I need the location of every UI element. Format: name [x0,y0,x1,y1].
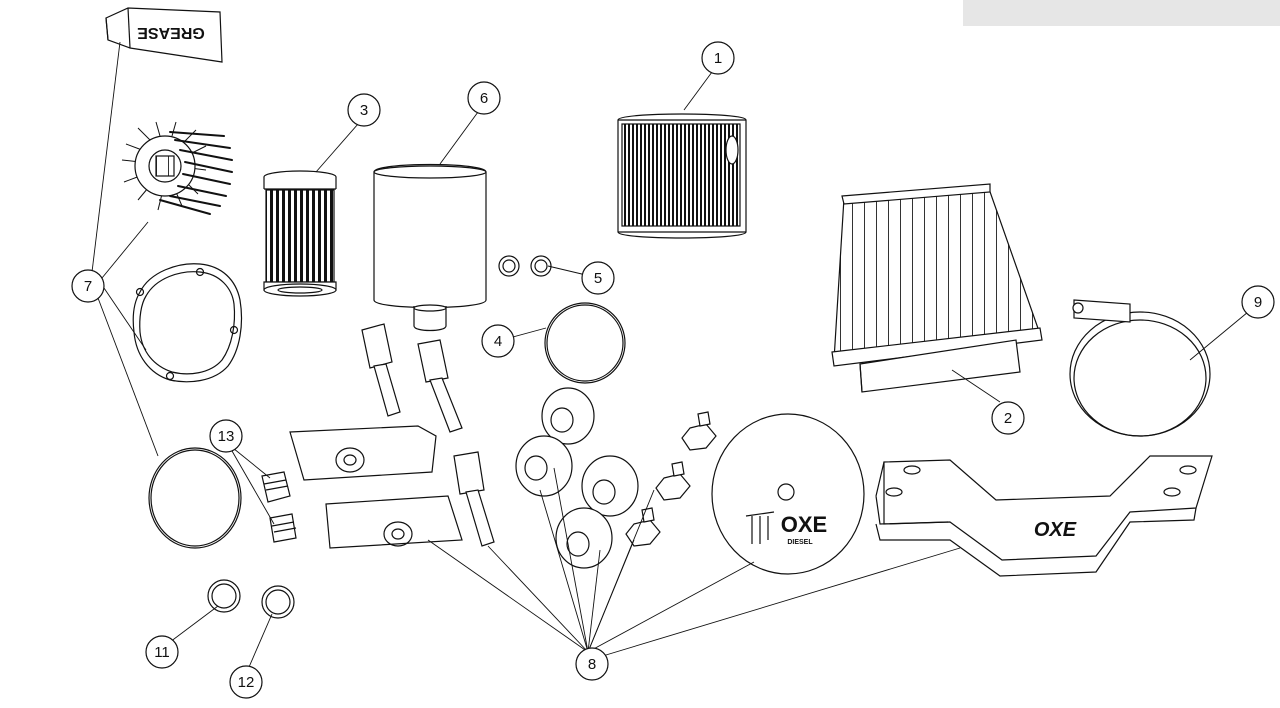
callout-2: 2 [991,401,1025,435]
svg-text:9: 9 [1254,294,1262,311]
air-filter-element [617,113,747,239]
hex-bolts [625,411,717,547]
svg-text:11: 11 [154,644,170,661]
callout-12: 12 [229,665,263,699]
large-o-ring [148,447,242,549]
callout-balloons: 1 2 3 4 5 6 7 8 9 11 12 13 [71,41,1275,699]
grease-label: GREASE [137,24,205,41]
oxe-disc-subtext: DIESEL [787,539,813,546]
svg-text:4: 4 [494,333,502,350]
callout-11: 11 [145,635,179,669]
callout-7: 7 [71,269,105,303]
oxe-disc-logo: OXE [781,512,827,537]
callout-5: 5 [581,261,615,295]
callout-3: 3 [347,93,381,127]
callout-4: 4 [481,324,515,358]
svg-text:2: 2 [1004,410,1012,427]
hose-clamp [1069,299,1211,437]
ring-12 [261,585,295,619]
cone-air-filter [831,183,1043,393]
washers [498,255,552,277]
top-right-bar [963,0,1280,26]
callout-8: 8 [575,647,609,681]
callout-6: 6 [467,81,501,115]
callout-1: 1 [701,41,735,75]
svg-text:6: 6 [480,90,488,107]
svg-text:8: 8 [588,656,596,673]
callout-13: 13 [209,419,243,453]
mount-blocks [289,425,463,549]
svg-text:5: 5 [594,270,602,287]
o-ring-4 [544,302,626,384]
ring-11 [207,579,241,613]
callout-9: 9 [1241,285,1275,319]
oxe-bracket-logo: OXE [1034,519,1077,541]
oxe-cover-disc: OXE DIESEL [711,413,865,575]
svg-text:12: 12 [238,674,255,691]
filter-canister [373,163,487,332]
impeller [121,121,233,215]
svg-text:1: 1 [714,50,722,67]
grease-tube: GREASE [105,7,223,63]
leader-lines [91,41,1249,675]
fuel-filter-element [263,170,337,297]
svg-text:3: 3 [360,102,368,119]
rubber-isolators [515,387,639,569]
pump-gasket [132,263,243,383]
svg-text:7: 7 [84,278,92,295]
drain-plugs [261,471,297,543]
mounting-bracket: OXE [875,455,1213,577]
svg-text:13: 13 [218,428,235,445]
long-bolts [361,323,495,547]
